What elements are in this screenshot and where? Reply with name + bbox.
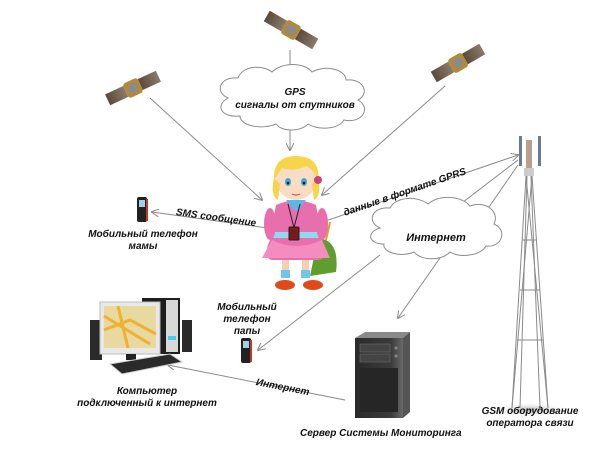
gps-cloud [219, 64, 365, 131]
dad-phone-label-line3: папы [233, 326, 261, 337]
mom-phone-label: Мобильный телефон мамы [78, 229, 208, 253]
computer-label: Компьютер подключенный к интернет [72, 386, 222, 410]
gsm-label-line1: GSM оборудование [481, 406, 579, 417]
computer-label-line2: подключенный к интернет [77, 398, 217, 409]
gsm-label: GSM оборудование оператора связи [480, 406, 580, 430]
server-icon [355, 332, 410, 418]
dad-phone-label-line2: телефон [223, 314, 271, 325]
gps-label: GPS [284, 87, 306, 98]
arrow-sat-right-to-child [322, 85, 446, 195]
mom-phone-icon [137, 197, 148, 222]
arrow-child-to-tower [304, 155, 518, 229]
computer-label-line1: Компьютер [116, 386, 178, 397]
gps-tracker-icon [288, 226, 300, 241]
mom-phone-label-line1: Мобильный телефон [88, 229, 198, 240]
arrow-child-to-mom-phone [152, 212, 269, 229]
gsm-label-line2: оператора связи [486, 418, 574, 429]
satellite-icon [263, 10, 319, 50]
gsm-tower-icon [490, 136, 570, 418]
computer-icon [90, 298, 192, 375]
satellite-icon [105, 70, 161, 106]
child-with-tracker [262, 156, 337, 290]
dad-phone-label: Мобильный телефон папы [212, 302, 282, 338]
arrow-internet-to-dad-phone [258, 254, 381, 350]
gps-signals-label: сигналы от спутников [235, 100, 355, 111]
dad-phone-icon [241, 338, 252, 363]
server-label: Сервер Системы Мониторинга [300, 428, 462, 439]
internet-cloud-label: Интернет [406, 232, 466, 244]
gps-cloud-label: GPS сигналы от спутников [230, 86, 360, 112]
arrow-server-to-computer [168, 365, 346, 401]
arrow-sat-left-to-child [149, 97, 262, 200]
satellite-icon [430, 43, 486, 83]
mom-phone-label-line2: мамы [128, 241, 158, 252]
internet-cloud [370, 197, 503, 260]
dad-phone-label-line1: Мобильный [217, 302, 277, 313]
connection-arrows [149, 50, 518, 401]
arrow-internet-to-server [398, 257, 441, 318]
